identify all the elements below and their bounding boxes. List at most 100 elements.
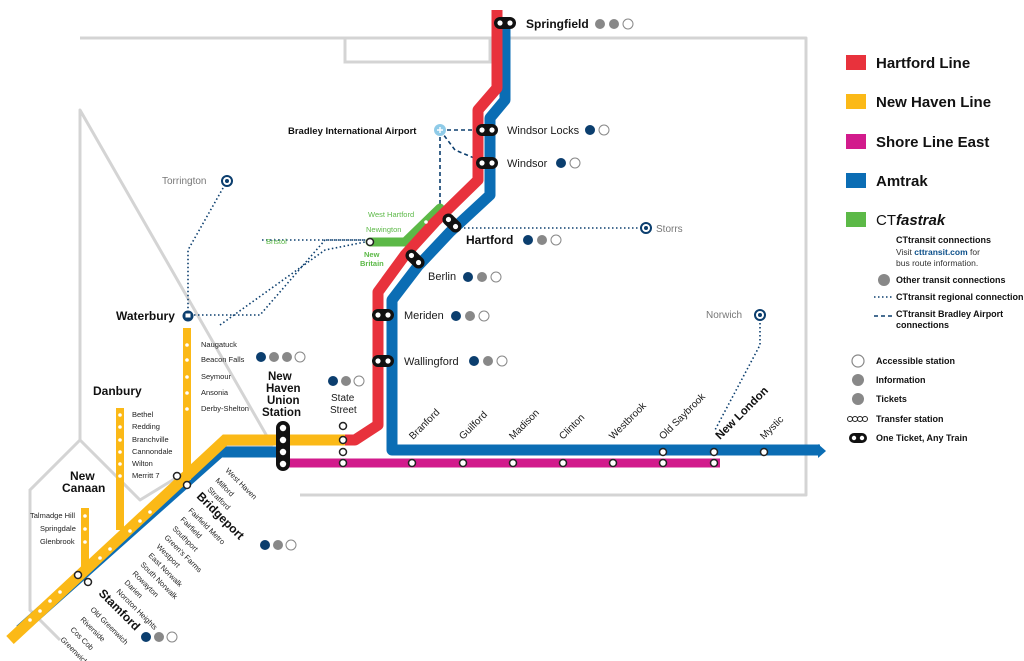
station-waterbury: Waterbury <box>116 309 175 323</box>
accessible-icon <box>569 157 581 169</box>
legend-fastrak: CTfastrak <box>876 212 946 229</box>
fastrak-line <box>365 203 445 247</box>
station-new-haven-4: Station <box>262 407 301 419</box>
state-border-east <box>28 438 82 642</box>
station-merritt-7: Merritt 7 <box>132 471 160 480</box>
accessible-icon <box>166 631 178 643</box>
legend-swatch-amtrak <box>846 173 866 188</box>
station-new-haven-2: Haven <box>266 383 301 395</box>
station-ansonia: Ansonia <box>201 388 229 397</box>
station-naugatuck: Naugatuck <box>201 340 237 349</box>
station-bethel: Bethel <box>132 410 154 419</box>
state-notch <box>343 38 492 64</box>
station-west-hartford: West Hartford <box>368 210 414 219</box>
one-ticket-markers <box>276 17 516 471</box>
station-new-haven-1: New <box>268 371 292 383</box>
airport-icon <box>434 124 446 136</box>
station-hartford: Hartford <box>466 233 513 247</box>
legend: Hartford Line New Haven Line Shore Line … <box>846 55 1024 443</box>
taxi-icon <box>273 540 283 550</box>
station-madison: Madison <box>507 408 542 443</box>
accessible-icon <box>622 18 634 30</box>
accessible-icon <box>550 234 562 246</box>
station-wallingford: Wallingford <box>404 356 459 368</box>
station-bristol: Bristol <box>266 237 287 246</box>
station-dot <box>172 471 182 481</box>
station-state-street-2: Street <box>330 405 357 416</box>
service-icons <box>141 18 634 643</box>
station-meriden: Meriden <box>404 310 444 322</box>
legend-amtrak: Amtrak <box>876 173 928 190</box>
station-storrs: Storrs <box>656 224 683 235</box>
station-dot <box>83 577 93 587</box>
station-westbrook: Westbrook <box>607 400 649 442</box>
station-dot <box>709 458 719 468</box>
information-icon <box>282 352 292 362</box>
accessible-icon <box>851 354 865 368</box>
station-state-street-1: State <box>331 393 355 404</box>
taxi-icon <box>477 272 487 282</box>
information-icon <box>852 374 864 386</box>
legend-airport-l1: CTtransit Bradley Airport <box>896 309 1003 319</box>
legend-swatch-hartford <box>846 55 866 70</box>
danbury-branch-labels: Bethel Redding Branchville Cannondale Wi… <box>132 410 172 480</box>
station-dot <box>558 458 568 468</box>
station-dot <box>338 447 348 457</box>
legend-tickets: Tickets <box>876 394 907 404</box>
other-transit-icon <box>878 274 890 286</box>
tickets-icon <box>852 393 864 405</box>
taxi-icon <box>537 235 547 245</box>
station-dot <box>658 447 668 457</box>
station-new-haven-3: Union <box>267 395 300 407</box>
station-new-britain-1: New <box>364 250 380 259</box>
station-dot <box>182 480 192 490</box>
amtrak-arrow <box>818 444 826 458</box>
bus-icon <box>451 311 461 321</box>
station-dot <box>407 458 417 468</box>
legend-swatch-new-haven <box>846 94 866 109</box>
legend-airport-l2: connections <box>896 320 949 330</box>
station-dot <box>709 447 719 457</box>
waterbury-bus-icon <box>182 310 194 322</box>
station-guilford: Guilford <box>457 410 490 443</box>
legend-new-haven: New Haven Line <box>876 94 991 111</box>
legend-information: Information <box>876 375 926 385</box>
station-windsor: Windsor <box>507 158 548 170</box>
accessible-icon <box>496 355 508 367</box>
bus-icon <box>595 19 605 29</box>
station-dot <box>458 458 468 468</box>
accessible-icon <box>598 124 610 136</box>
airport-connections <box>439 129 488 205</box>
station-seymour: Seymour <box>201 372 232 381</box>
station-dot <box>608 458 618 468</box>
bus-icon <box>463 272 473 282</box>
one-ticket-icon <box>849 433 867 443</box>
regional-connections <box>187 180 761 431</box>
bus-icon <box>585 125 595 135</box>
station-dot <box>759 447 769 457</box>
accessible-icon <box>478 310 490 322</box>
station-redding: Redding <box>132 422 160 431</box>
bus-icon <box>523 235 533 245</box>
shore-station-labels: Branford Guilford Madison Clinton Westbr… <box>407 391 708 442</box>
station-wilton: Wilton <box>132 459 153 468</box>
waterbury-branch-labels: Naugatuck Beacon Falls Seymour Ansonia D… <box>201 340 249 413</box>
transfer-icon <box>847 416 868 422</box>
station-branchville: Branchville <box>132 435 169 444</box>
new-canaan-branch-labels: Talmadge Hill Springdale Glenbrook <box>30 511 76 546</box>
station-dot <box>365 237 375 247</box>
legend-ct-connections-title: CTtransit connections <box>896 235 991 245</box>
bus-icon <box>141 632 151 642</box>
station-dots <box>73 237 769 587</box>
station-dot <box>658 458 668 468</box>
bus-icon <box>328 376 338 386</box>
station-dot <box>338 435 348 445</box>
legend-accessible: Accessible station <box>876 356 955 366</box>
station-mystic: Mystic <box>758 414 786 442</box>
station-berlin: Berlin <box>428 271 456 283</box>
station-dot <box>338 458 348 468</box>
legend-transfer: Transfer station <box>876 414 944 424</box>
legend-swatch-shore-line <box>846 134 866 149</box>
accessible-icon <box>285 539 297 551</box>
